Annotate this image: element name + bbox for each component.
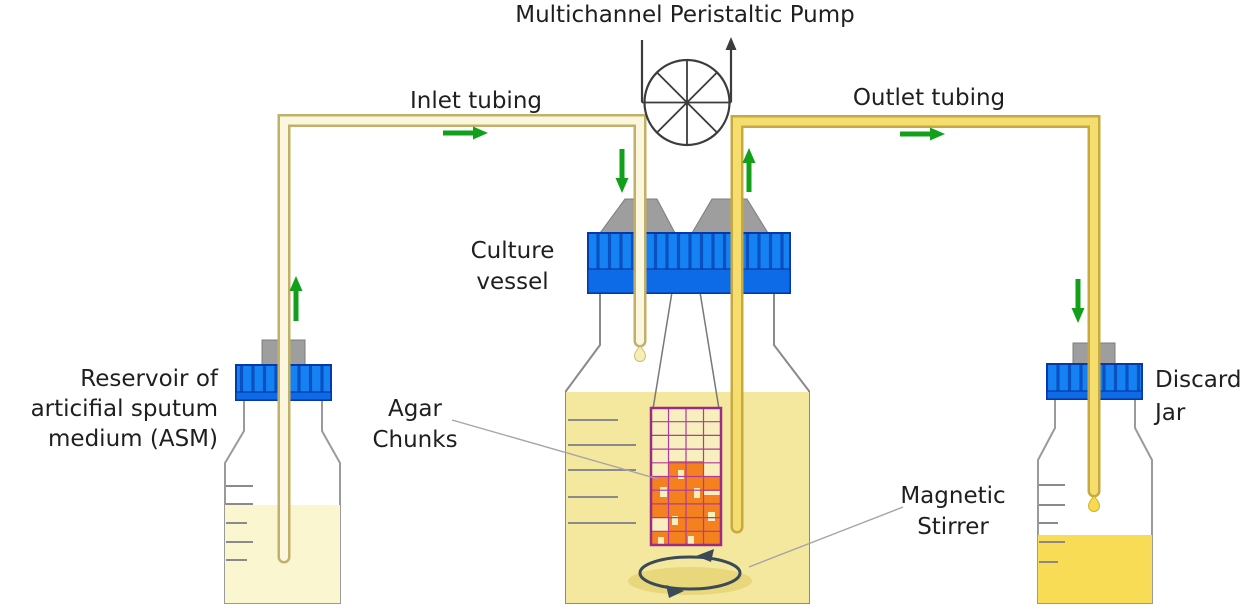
magnetic-stirrer-label-line1: Magnetic bbox=[900, 483, 1006, 509]
agar-chunks-mesh-bag bbox=[649, 406, 723, 547]
magnetic-stirrer-label: Magnetic Stirrer bbox=[872, 481, 1034, 543]
flow-arrow-out-of-vessel-up bbox=[742, 148, 756, 192]
vessel-cap-band bbox=[587, 268, 791, 294]
flow-arrow-reservoir-up bbox=[289, 276, 303, 321]
inlet-tubing-label: Inlet tubing bbox=[410, 88, 542, 114]
magnetic-stirrer-label-line2: Stirrer bbox=[917, 514, 989, 540]
culture-vessel-label-line2: vessel bbox=[476, 269, 549, 295]
flow-arrow-into-vessel-down bbox=[615, 149, 629, 193]
flow-arrow-outlet-right bbox=[900, 127, 945, 141]
pump-outlet-arrowhead bbox=[725, 37, 737, 50]
discard-jar-label: Discard Jar bbox=[1155, 364, 1250, 430]
reservoir-label-line2: articifial sputum bbox=[30, 396, 218, 422]
magnetic-stirrer-icon bbox=[628, 549, 752, 598]
flow-arrow-inlet-right bbox=[443, 126, 488, 140]
flow-arrow-into-discard-down bbox=[1071, 279, 1085, 323]
agar-chunks-label-line2: Chunks bbox=[372, 427, 458, 453]
discard-jar-label-line2: Jar bbox=[1155, 400, 1186, 426]
culture-vessel-label-line1: Culture bbox=[470, 238, 555, 264]
peristaltic-pump-icon bbox=[640, 37, 737, 147]
mesh-bag-string bbox=[699, 291, 720, 410]
vessel-outlet-port bbox=[691, 198, 769, 234]
outlet-tubing-label: Outlet tubing bbox=[852, 85, 1006, 111]
reservoir-label: Reservoir of articifial sputum medium (A… bbox=[0, 364, 218, 454]
outlet-tube bbox=[730, 115, 1101, 534]
culture-vessel-bottle bbox=[565, 291, 810, 604]
culture-vessel-cap bbox=[587, 198, 791, 294]
stirrer-shadow bbox=[628, 567, 752, 595]
inlet-tube bbox=[277, 114, 647, 564]
culture-vessel-label: Culture vessel bbox=[450, 236, 575, 298]
agar-chunks-label-line1: Agar bbox=[388, 396, 442, 422]
discard-liquid bbox=[1038, 535, 1152, 603]
reservoir-label-line1: Reservoir of bbox=[80, 366, 218, 392]
agar-chunks-leader-line bbox=[451, 419, 659, 480]
pump-title: Multichannel Peristaltic Pump bbox=[515, 2, 855, 28]
magnetic-stirrer-leader-line bbox=[748, 506, 904, 568]
discard-jar-label-line1: Discard bbox=[1155, 367, 1242, 393]
mesh-bag-string bbox=[652, 291, 673, 410]
flow-arrows bbox=[289, 126, 1085, 323]
agar-chunks-label: Agar Chunks bbox=[345, 394, 485, 456]
medium-droplet bbox=[633, 345, 647, 362]
waste-droplet bbox=[1087, 495, 1101, 512]
reservoir-label-line3: medium (ASM) bbox=[48, 426, 218, 452]
